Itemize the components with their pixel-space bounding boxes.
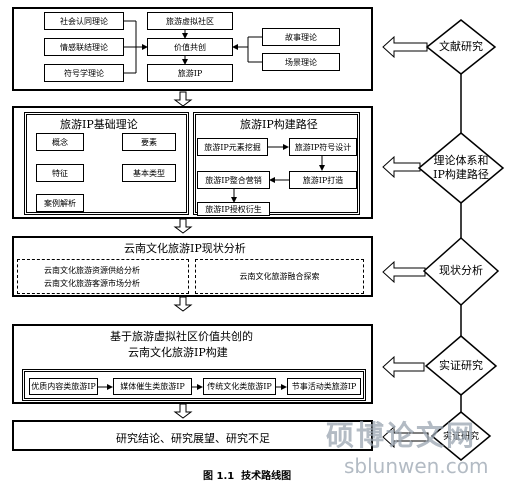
foundation-item-case-analysis: 案例解析 <box>36 194 84 212</box>
diamond-theory-path: 理论体系和 IP构建路径 <box>419 154 503 182</box>
ip-types-box <box>22 369 366 401</box>
section1-connectors <box>124 20 262 74</box>
step-ip-building: 旅游IP打造 <box>289 171 357 189</box>
theory-box-scene: 场景理论 <box>262 53 340 71</box>
theory-box-story: 故事理论 <box>262 28 340 46</box>
theory-box-emotional-bond: 情感联结理论 <box>44 38 124 56</box>
watermark-cn: 硕博论文网 <box>326 419 477 452</box>
step-integrated-marketing: 旅游IP整合营销 <box>197 171 270 189</box>
ip-type-quality-content: 优质内容类旅游IP <box>29 378 98 395</box>
section2-connectors <box>231 144 325 203</box>
section3-panel <box>12 236 373 297</box>
section4-panel <box>12 324 373 404</box>
watermark-url: sblunwen.com <box>344 454 489 478</box>
integration-exploration-text: 云南文化旅游融合探索 <box>239 272 320 281</box>
step-licensing: 旅游IP授权衍生 <box>197 202 270 216</box>
ip-type-media-driven: 媒体催生类旅游IP <box>113 378 192 395</box>
supply-market-analysis-box <box>17 259 189 294</box>
section1-panel <box>12 7 373 91</box>
hollow-arrows <box>382 35 429 449</box>
section5-panel <box>12 420 373 451</box>
market-analysis-text: 云南文化旅游客源市场分析 <box>44 279 140 288</box>
supply-analysis-text: 云南文化旅游资源供给分析 <box>44 266 140 275</box>
diamond-status-analysis: 现状分析 <box>439 264 483 277</box>
ip-type-festival-event: 节事活动类旅游IP <box>287 378 361 395</box>
panel-down-arrows <box>173 91 193 419</box>
empirical-title-line1: 基于旅游虚拟社区价值共创的 <box>110 330 253 343</box>
diamond-empirical-study: 实证研究 <box>439 359 483 372</box>
section2-panel <box>12 106 373 219</box>
diamond-literature-review: 文献研究 <box>439 40 483 53</box>
ip-type-traditional-culture: 传统文化类旅游IP <box>203 378 276 395</box>
figure-caption: 图 1.1 技术路线图 <box>203 471 292 482</box>
theory-box-semiotics: 符号学理论 <box>44 64 124 82</box>
foundation-item-concept: 概念 <box>36 133 84 151</box>
construction-path-box <box>193 112 360 215</box>
empirical-title-line2: 云南文化旅游IP构建 <box>128 346 228 359</box>
concept-box-virtual-community: 旅游虚拟社区 <box>147 12 233 30</box>
foundation-item-types: 基本类型 <box>122 164 176 182</box>
foundation-theory-title: 旅游IP基础理论 <box>60 118 138 131</box>
diamonds <box>417 19 505 461</box>
construction-path-title: 旅游IP构建路径 <box>240 118 318 131</box>
integration-exploration-box: 云南文化旅游融合探索 <box>195 259 364 294</box>
theory-box-social-identity: 社会认同理论 <box>44 12 124 30</box>
foundation-item-features: 特征 <box>36 164 84 182</box>
step-symbol-design: 旅游IP符号设计 <box>289 138 357 156</box>
foundation-theory-box <box>24 112 189 215</box>
concept-box-value-cocreation: 价值共创 <box>147 38 233 56</box>
step-element-mining: 旅游IP元素挖掘 <box>197 138 268 156</box>
foundation-item-elements: 要素 <box>122 133 176 151</box>
diamond-theory-path-line2: IP构建路径 <box>433 168 489 181</box>
diamond-empirical-study-2: 实证研究 <box>442 432 479 442</box>
diamond-theory-path-line1: 理论体系和 <box>433 154 489 167</box>
conclusion-text: 研究结论、研究展望、研究不足 <box>116 432 270 445</box>
status-analysis-title: 云南文化旅游IP现状分析 <box>124 242 246 255</box>
concept-box-tourism-ip: 旅游IP <box>147 64 233 82</box>
